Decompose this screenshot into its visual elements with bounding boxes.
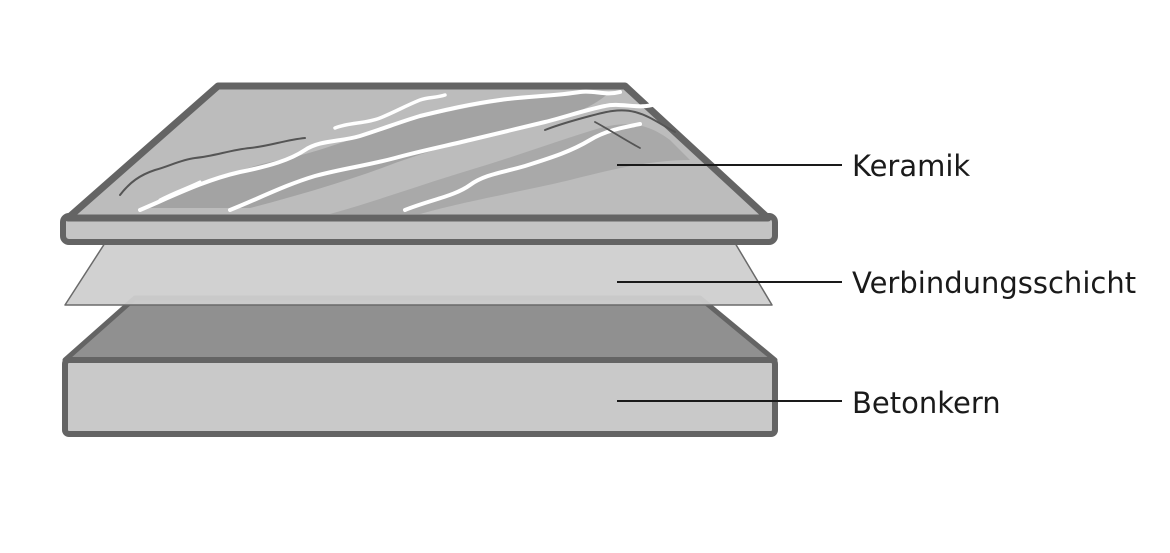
bonding-layer-label: Verbindungsschicht (852, 266, 1136, 300)
ceramic-tile (60, 82, 778, 245)
bonding-layer-sheet (64, 242, 773, 306)
bonding-layer-fill (65, 243, 772, 305)
marble-vein-white-2 (228, 102, 657, 212)
concrete-core-front-face (62, 357, 778, 437)
marble-vein-dark-3 (594, 121, 641, 149)
concrete-core-top-face (62, 295, 778, 363)
marble-vein-dark-2 (544, 109, 676, 133)
marble-vein-white-1 (138, 89, 622, 212)
marble-vein-white-3 (403, 122, 642, 212)
ceramic-label: Keramik (852, 149, 970, 183)
marble-vein-white-5 (158, 180, 202, 202)
concrete-core-label: Betonkern (852, 386, 1001, 420)
marble-vein-white-4 (333, 93, 447, 130)
concrete-core-slab (62, 295, 778, 437)
marble-vein-dark-1 (119, 137, 306, 196)
marble-band-dark (150, 92, 610, 208)
